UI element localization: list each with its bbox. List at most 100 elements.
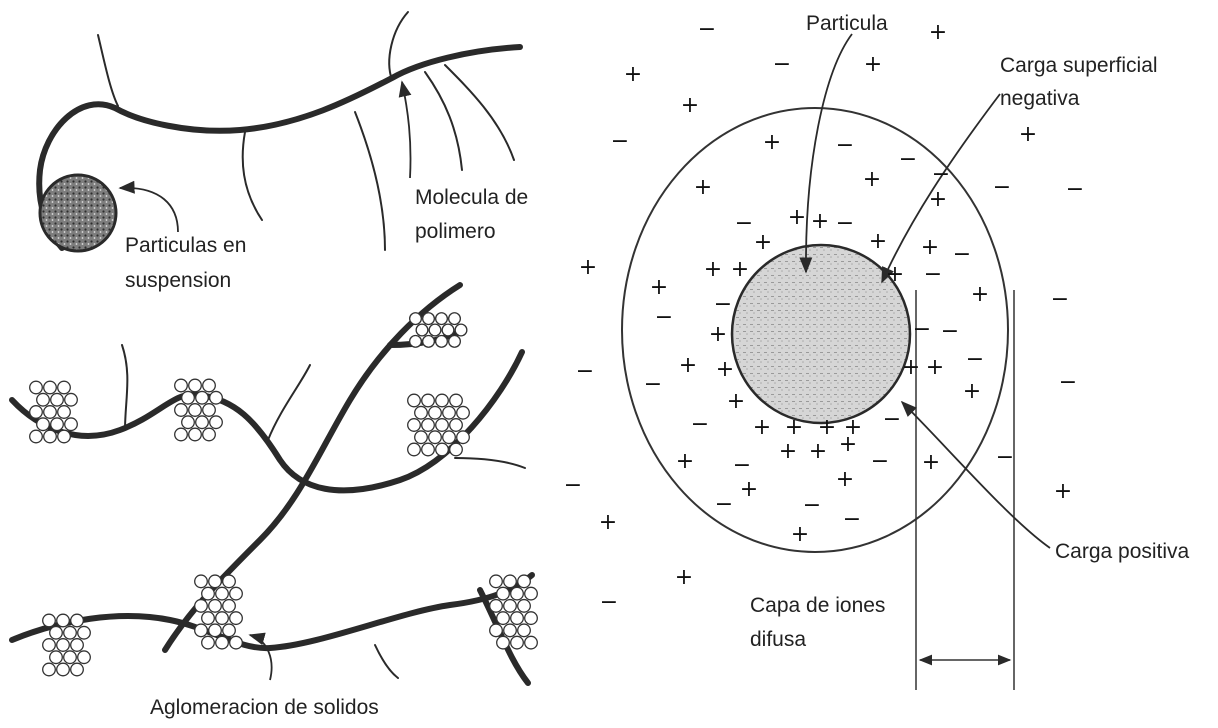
- polymer-adsorption-panel: Particulas en suspension Molecula de pol…: [36, 11, 528, 292]
- double-layer-panel: Particula Carga superficial negativa Car…: [564, 12, 1190, 690]
- positive-ion: +: [929, 187, 947, 212]
- solid-particle-cluster: [174, 378, 223, 442]
- polymer-side-chain: [454, 457, 526, 469]
- positive-ion: +: [863, 167, 881, 192]
- solid-bead: [64, 417, 78, 432]
- negative-ion: −: [733, 453, 751, 478]
- polymer-side-chain: [374, 644, 399, 679]
- negative-ion: −: [714, 292, 732, 317]
- positive-ion: +: [753, 415, 771, 440]
- positive-ion: +: [727, 389, 745, 414]
- solid-bead: [29, 380, 43, 395]
- bridging-flocculation-panel: Aglomeracion de solidos: [9, 282, 538, 719]
- solid-bead: [434, 334, 448, 348]
- polymer-molecule-chain: [36, 44, 523, 251]
- solid-bead: [77, 650, 91, 665]
- solid-bead: [70, 638, 84, 652]
- suspended-particles-label-1: Particulas en: [125, 234, 246, 257]
- solid-bead: [489, 574, 503, 589]
- negative-ion: −: [996, 445, 1014, 470]
- solid-bead: [215, 635, 229, 650]
- positive-ion: +: [624, 62, 642, 87]
- negative-ion: −: [924, 262, 942, 287]
- positive-ion: +: [1054, 479, 1072, 504]
- polymer-side-chain: [267, 364, 311, 441]
- charged-particle: [730, 243, 912, 425]
- solid-bead: [428, 323, 442, 337]
- ion-charges: −++−++−+−++−−−++−−++−+++−++++−+−−+−+−−−−…: [564, 17, 1084, 615]
- solid-particle-cluster: [42, 613, 91, 677]
- solid-bead: [408, 334, 422, 348]
- positive-ion: +: [836, 467, 854, 492]
- solid-particle-cluster: [194, 574, 243, 650]
- solid-bead: [64, 392, 78, 407]
- positive-ion: +: [811, 209, 829, 234]
- positive-ion: +: [818, 415, 836, 440]
- solids-agglomeration-label: Aglomeracion de solidos: [150, 696, 379, 719]
- solid-bead: [188, 378, 202, 393]
- solid-bead: [202, 378, 216, 393]
- solid-bead: [421, 393, 435, 408]
- solid-bead: [421, 418, 435, 432]
- solid-bead: [29, 405, 43, 419]
- negative-ion: −: [576, 359, 594, 384]
- positive-ion: +: [599, 510, 617, 535]
- polymer-side-chain: [121, 344, 129, 431]
- solid-bead: [434, 312, 448, 326]
- solid-bead: [421, 334, 435, 348]
- solid-bead: [421, 442, 435, 457]
- solid-bead: [70, 662, 84, 677]
- solid-bead: [42, 662, 56, 677]
- solid-bead: [181, 390, 195, 405]
- negative-surface-charge-label-1: Carga superficial: [1000, 54, 1158, 77]
- solid-bead: [496, 635, 510, 650]
- solid-bead: [57, 380, 71, 395]
- positive-ion: +: [864, 52, 882, 77]
- solid-bead: [202, 403, 216, 417]
- particle-arrow: [799, 33, 853, 274]
- positive-ion: +: [809, 439, 827, 464]
- solid-bead: [510, 611, 524, 626]
- solid-bead: [415, 323, 429, 337]
- solids-agglomeration-arrow: [248, 632, 273, 681]
- positive-ion: +: [839, 432, 857, 457]
- solid-bead: [456, 430, 470, 445]
- negative-ion: −: [843, 507, 861, 532]
- solid-bead: [56, 662, 70, 677]
- negative-ion: −: [966, 347, 984, 372]
- solid-bead: [215, 611, 229, 626]
- solid-bead: [208, 574, 222, 589]
- polymer-side-chain: [97, 34, 119, 107]
- negative-ion: −: [698, 17, 716, 42]
- positive-ion: +: [886, 262, 904, 287]
- negative-ion: −: [899, 147, 917, 172]
- solid-bead: [435, 442, 449, 457]
- positive-ion: +: [791, 522, 809, 547]
- solid-bead: [414, 430, 428, 445]
- positive-ion: +: [963, 379, 981, 404]
- solid-bead: [43, 380, 57, 395]
- negative-ion: −: [1066, 177, 1084, 202]
- suspended-particle: [38, 173, 118, 253]
- negative-ion: −: [993, 175, 1011, 200]
- negative-ion: −: [600, 590, 618, 615]
- positive-ion: +: [681, 93, 699, 118]
- solid-bead: [209, 415, 223, 430]
- polymer-side-chain: [354, 111, 386, 251]
- solid-bead: [63, 625, 77, 640]
- polymer-molecule-label-2: polimero: [415, 220, 496, 243]
- solid-bead: [428, 430, 442, 445]
- negative-ion: −: [773, 52, 791, 77]
- polymer-side-chain: [241, 131, 263, 221]
- polymer-molecule-label-1: Molecula de: [415, 186, 528, 209]
- solid-bead: [229, 586, 243, 601]
- negative-ion: −: [1059, 370, 1077, 395]
- solid-bead: [29, 429, 43, 444]
- solid-bead: [194, 623, 208, 638]
- negative-ion: −: [1051, 287, 1069, 312]
- diffuse-ion-layer-label-1: Capa de iones: [750, 594, 885, 617]
- solid-bead: [408, 312, 422, 326]
- solid-bead: [195, 390, 209, 405]
